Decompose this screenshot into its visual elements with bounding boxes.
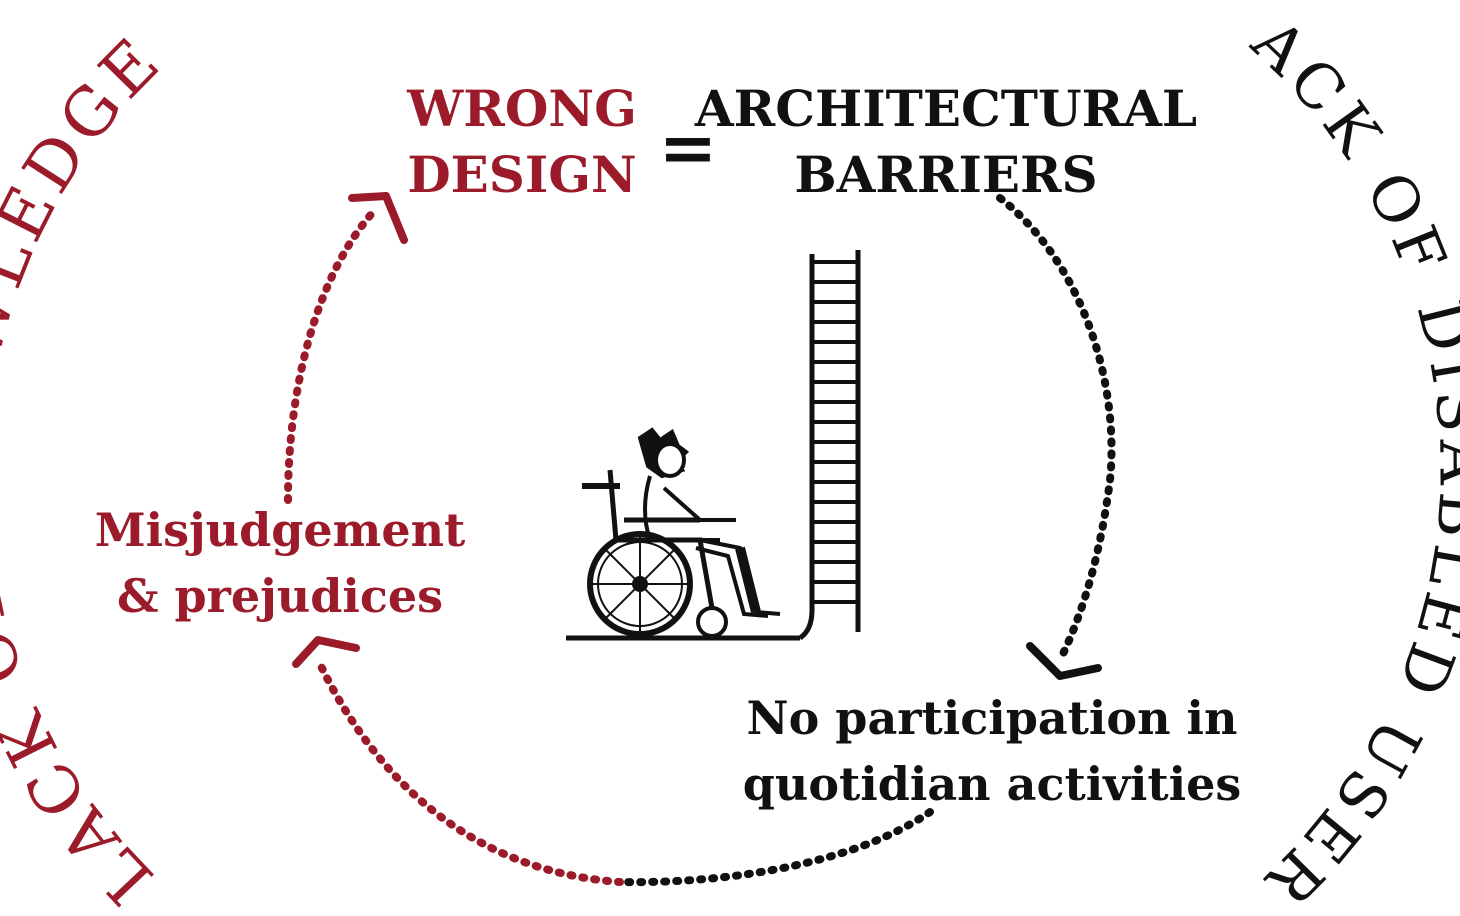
misjudgement-label: Misjudgement & prejudices <box>95 503 466 623</box>
arrow-head-misjudgement <box>292 636 360 668</box>
stairs-icon <box>798 250 861 641</box>
arrow-head-no-participation <box>1026 642 1102 680</box>
arrow-head-wrong-design <box>348 192 408 244</box>
wrong-design-line1: WRONG <box>406 79 637 138</box>
person-icon <box>637 427 781 618</box>
arrow-misjudgement-to-wrong-design <box>284 206 379 504</box>
stair-rungs <box>812 260 856 604</box>
misjudgement-line2: & prejudices <box>117 569 443 623</box>
no-participation-line1: No participation in <box>747 691 1238 745</box>
wheelchair-stairs-illustration <box>566 250 861 641</box>
wrong-design-label: WRONG DESIGN <box>406 79 637 204</box>
equals-sign: = <box>659 106 718 189</box>
no-participation-label: No participation in quotidian activities <box>743 691 1242 811</box>
left-arc-label: LACK OF KNOWLEDGE <box>0 20 178 916</box>
wheelchair-icon <box>582 469 728 638</box>
misjudgement-line1: Misjudgement <box>95 503 466 557</box>
barriers-line1: ARCHITECTURAL <box>694 79 1197 138</box>
arrow-no-participation-to-misjudgement-black <box>616 808 934 887</box>
arrow-barriers-to-no-participation <box>996 194 1116 664</box>
arrow-no-participation-to-misjudgement-red <box>314 656 624 886</box>
architectural-barriers-label: ARCHITECTURAL BARRIERS <box>694 79 1197 204</box>
barriers-line2: BARRIERS <box>794 145 1097 204</box>
no-participation-line2: quotidian activities <box>743 757 1242 811</box>
wrong-design-line2: DESIGN <box>407 145 636 204</box>
